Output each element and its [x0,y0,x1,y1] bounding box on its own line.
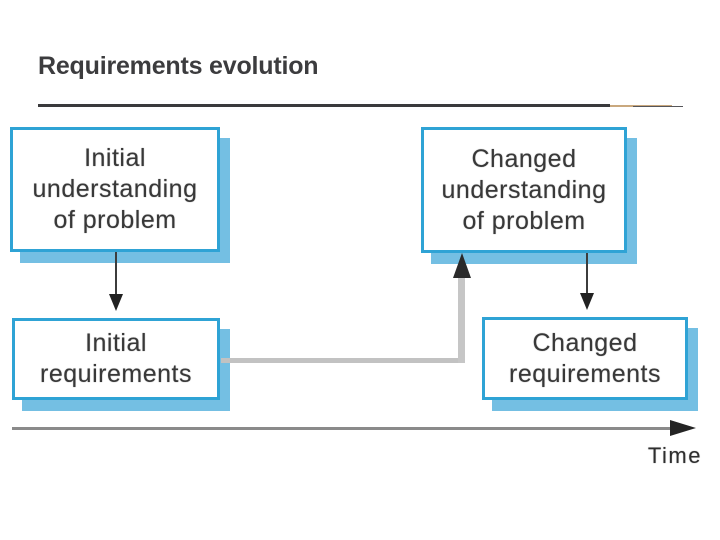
box-line: Initial [84,144,146,172]
box-line: Initial [85,329,147,357]
title-underline-end-segment [633,106,683,107]
box-line: understanding [441,175,607,204]
box-initial-requirements: Initial requirements [12,318,220,400]
timeline-label: Time [647,443,702,468]
timeline-arrowhead-icon [670,420,696,436]
connector-horizontal-line [221,358,462,363]
title-underline [38,104,610,107]
up-arrowhead-icon [453,253,471,278]
box-changed-requirements: Changed requirements [482,317,688,400]
box-line: Changed [471,144,577,173]
down-arrowhead-icon [109,294,123,311]
page-title: Requirements evolution [38,52,319,80]
box-line: understanding [32,175,198,203]
down-arrow-initial [115,252,117,295]
box-line: requirements [40,360,192,388]
box-initial-understanding: Initial understanding of problem [10,127,220,252]
box-changed-understanding: Changed understanding of problem [421,127,627,253]
down-arrow-changed [586,253,588,294]
down-arrowhead-icon [580,293,594,310]
connector-vertical-line [458,272,465,363]
box-line: requirements [509,359,661,388]
box-line: Changed [532,328,638,357]
box-line: of problem [462,206,586,235]
box-line: of problem [53,206,177,234]
timeline-axis [12,427,672,430]
